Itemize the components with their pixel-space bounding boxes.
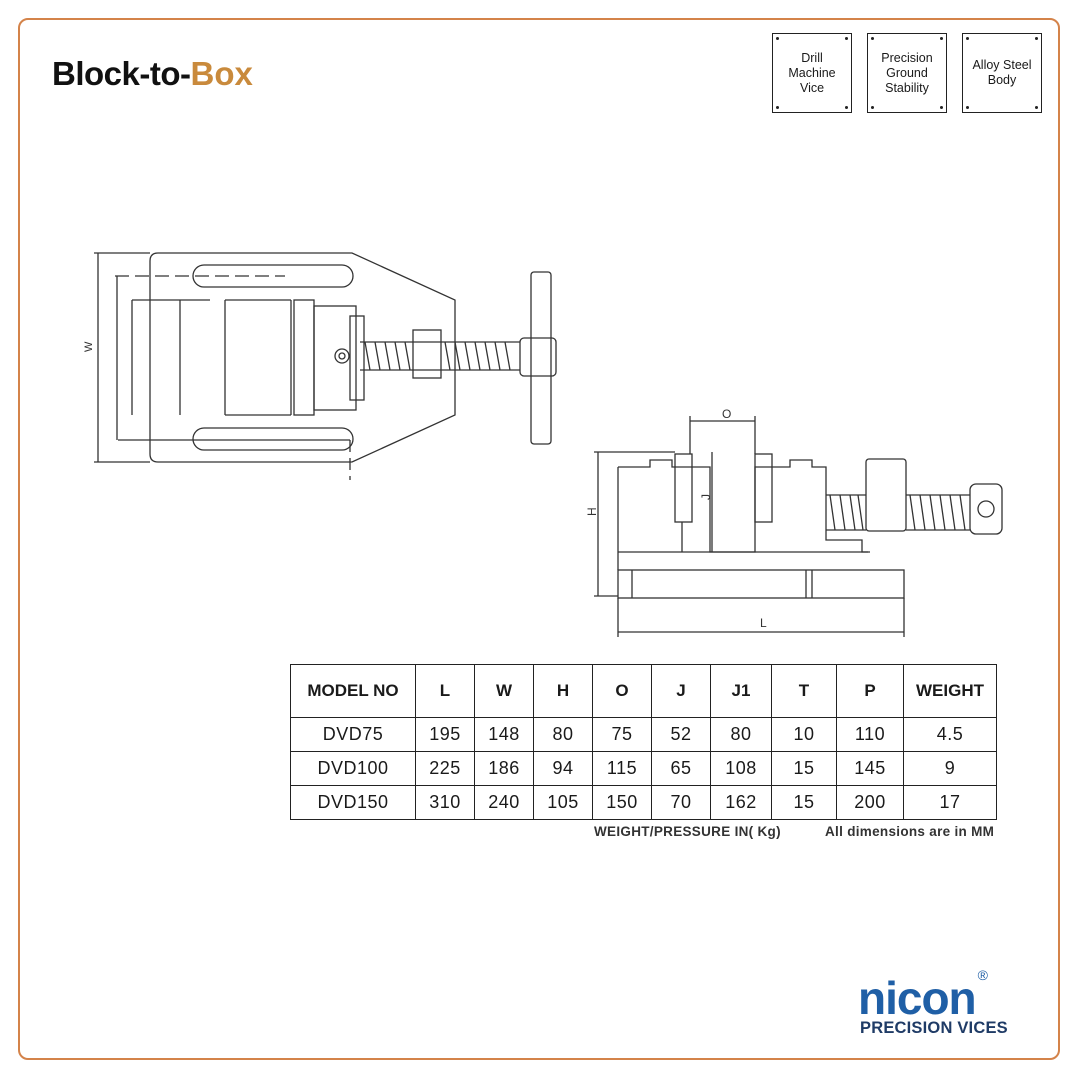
dimension-label-h: H [585, 507, 599, 516]
table-cell: 15 [771, 785, 837, 820]
badge-alloy-steel: Alloy Steel Body [962, 33, 1042, 113]
column-header: T [771, 664, 837, 718]
logo-box-text: Box [190, 55, 253, 92]
page-frame [18, 18, 1060, 1060]
block-to-box-logo: Block-to- Box [52, 46, 253, 90]
table-cell: 10 [771, 717, 837, 752]
table-cell: 94 [533, 751, 593, 786]
table-header-row: MODEL NO L W H O J J1 T P WEIGHT [290, 664, 997, 718]
column-header: J [651, 664, 711, 718]
column-header: J1 [710, 664, 772, 718]
table-cell: DVD150 [290, 785, 416, 820]
column-header: WEIGHT [903, 664, 997, 718]
table-cell: 162 [710, 785, 772, 820]
dimension-label-o: O [722, 407, 731, 421]
table-row: DVD150 310 240 105 150 70 162 15 200 17 [290, 785, 997, 820]
table-cell: 195 [415, 717, 475, 752]
registered-mark: ® [977, 966, 988, 983]
table-cell: 200 [836, 785, 904, 820]
table-cell: 80 [710, 717, 772, 752]
logo-text: Block-to- [52, 55, 191, 92]
table-cell: 17 [903, 785, 997, 820]
table-cell: 9 [903, 751, 997, 786]
dimension-unit-note: All dimensions are in MM [825, 824, 995, 839]
column-header: L [415, 664, 475, 718]
top-view-drawing [94, 252, 557, 480]
table-cell: 108 [710, 751, 772, 786]
column-header: MODEL NO [290, 664, 416, 718]
table-cell: DVD75 [290, 717, 416, 752]
table-row: DVD75 195 148 80 75 52 80 10 110 4.5 [290, 717, 997, 752]
column-header: W [474, 664, 534, 718]
table-cell: 145 [836, 751, 904, 786]
weight-unit-note: WEIGHT/PRESSURE IN( Kg) [594, 824, 781, 839]
front-view-drawing [594, 416, 1003, 637]
table-cell: 15 [771, 751, 837, 786]
table-cell: 225 [415, 751, 475, 786]
brand-tagline: PRECISION VICES [860, 1019, 1008, 1037]
nicon-logo: nicon® [858, 968, 988, 1024]
badge-label: Precision Ground Stability [881, 50, 933, 95]
table-cell: 4.5 [903, 717, 997, 752]
table-cell: DVD100 [290, 751, 416, 786]
badge-label: Alloy Steel Body [972, 58, 1032, 87]
table-row: DVD100 225 186 94 115 65 108 15 145 9 [290, 751, 997, 786]
brand-name: nicon [858, 972, 977, 1024]
table-cell: 115 [592, 751, 652, 786]
table-cell: 65 [651, 751, 711, 786]
dimension-label-j: J [699, 494, 713, 500]
column-header: H [533, 664, 593, 718]
dimension-label-w: W [83, 341, 95, 352]
table-cell: 150 [592, 785, 652, 820]
column-header: P [836, 664, 904, 718]
badge-label: Drill Machine Vice [788, 50, 836, 95]
table-cell: 240 [474, 785, 534, 820]
dimension-label-l: L [760, 616, 767, 630]
specification-table: MODEL NO L W H O J J1 T P WEIGHT DVD75 1… [290, 664, 997, 820]
table-cell: 75 [592, 717, 652, 752]
column-header: O [592, 664, 652, 718]
feature-badges: Drill Machine Vice Precision Ground Stab… [772, 33, 1042, 113]
table-cell: 186 [474, 751, 534, 786]
table-cell: 105 [533, 785, 593, 820]
table-cell: 310 [415, 785, 475, 820]
table-cell: 148 [474, 717, 534, 752]
table-cell: 80 [533, 717, 593, 752]
table-cell: 70 [651, 785, 711, 820]
table-cell: 110 [836, 717, 904, 752]
badge-drill-machine-vice: Drill Machine Vice [772, 33, 852, 113]
table-cell: 52 [651, 717, 711, 752]
badge-precision-ground: Precision Ground Stability [867, 33, 947, 113]
